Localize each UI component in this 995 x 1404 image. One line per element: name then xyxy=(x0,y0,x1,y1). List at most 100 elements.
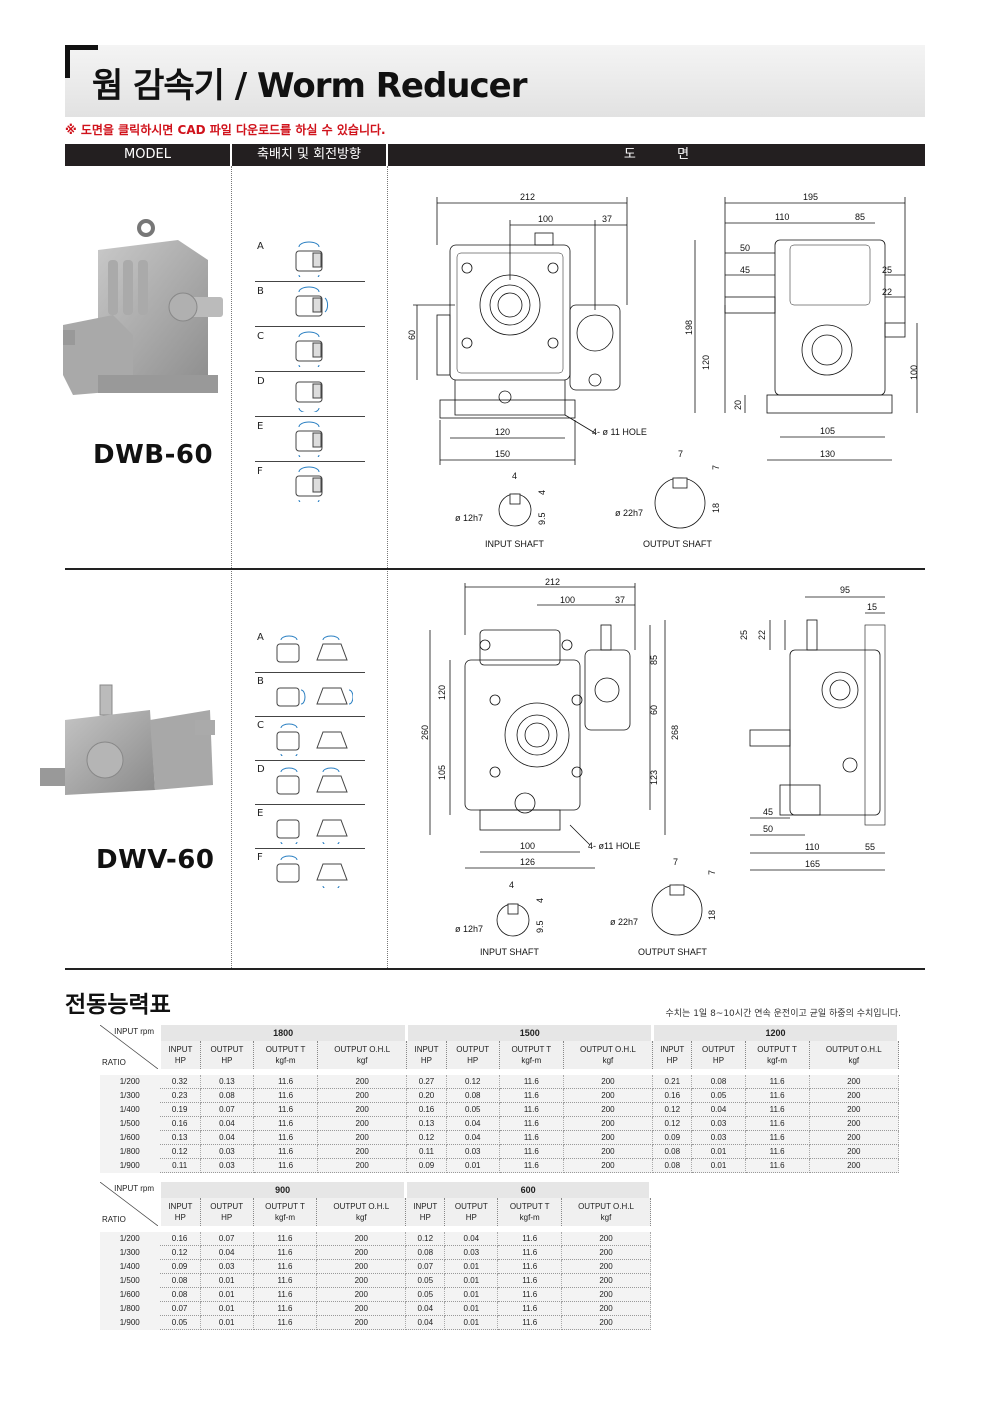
arrangement-row[interactable]: E xyxy=(255,804,365,849)
svg-text:120: 120 xyxy=(495,427,510,437)
svg-text:198: 198 xyxy=(684,320,694,335)
value-cell: 0.27 xyxy=(406,1075,447,1089)
value-cell: 200 xyxy=(316,1259,407,1274)
svg-text:105: 105 xyxy=(820,426,835,436)
rpm-header: 900 xyxy=(159,1182,408,1198)
value-cell: 0.03 xyxy=(200,1144,255,1159)
svg-text:20: 20 xyxy=(733,400,743,410)
svg-text:100: 100 xyxy=(560,595,575,605)
value-cell: 0.03 xyxy=(691,1130,746,1145)
section-separator xyxy=(65,968,925,970)
svg-text:130: 130 xyxy=(820,449,835,459)
arrangement-icon xyxy=(276,687,353,707)
value-cell: 0.08 xyxy=(446,1088,500,1103)
svg-text:60: 60 xyxy=(407,330,417,340)
value-cell: 0.19 xyxy=(159,1102,201,1117)
arrangement-icon xyxy=(295,381,323,412)
performance-section-title: 전동능력표 xyxy=(65,992,171,1018)
value-cell: 200 xyxy=(809,1130,900,1145)
value-cell: 11.6 xyxy=(253,1130,319,1145)
model-name-dwv60: DWV-60 xyxy=(96,845,215,875)
value-cell: 0.01 xyxy=(444,1315,499,1330)
value-cell: 11.6 xyxy=(253,1158,319,1173)
value-cell: 200 xyxy=(316,1245,407,1260)
value-cell: 0.12 xyxy=(652,1102,693,1117)
arrangement-row[interactable]: B xyxy=(255,282,365,327)
arrangement-row[interactable]: C xyxy=(255,327,365,372)
value-cell: 0.12 xyxy=(446,1075,500,1089)
svg-text:105: 105 xyxy=(437,765,447,780)
value-cell: 200 xyxy=(809,1102,900,1117)
svg-text:100: 100 xyxy=(909,365,919,380)
value-cell: 200 xyxy=(561,1315,651,1330)
svg-text:15: 15 xyxy=(867,602,877,612)
value-cell: 200 xyxy=(561,1273,651,1288)
value-cell: 0.12 xyxy=(159,1245,201,1260)
dwv60-cad-drawing[interactable]: 212 100 37 260 120 105 85 60 268 123 100… xyxy=(395,575,925,965)
dwb60-product-photo[interactable] xyxy=(58,215,228,425)
arrangement-row[interactable]: A xyxy=(255,237,365,282)
value-cell: 0.03 xyxy=(691,1116,746,1131)
svg-text:ø 22h7: ø 22h7 xyxy=(610,917,638,927)
value-cell: 0.09 xyxy=(652,1130,693,1145)
svg-text:150: 150 xyxy=(495,449,510,459)
cad-download-notice[interactable]: ※ 도면을 클릭하시면 CAD 파일 다운로드를 하실 수 있습니다. xyxy=(65,123,386,137)
svg-text:110: 110 xyxy=(805,842,819,852)
model-name-dwb60: DWB-60 xyxy=(93,440,214,470)
value-cell: 11.6 xyxy=(497,1301,563,1316)
svg-text:85: 85 xyxy=(855,212,865,222)
value-cell: 0.01 xyxy=(200,1273,254,1288)
dwv60-product-photo[interactable] xyxy=(35,680,225,820)
value-cell: 11.6 xyxy=(499,1116,564,1131)
arrangement-row[interactable]: F xyxy=(255,462,365,506)
value-cell: 0.05 xyxy=(159,1315,201,1330)
value-cell: 0.04 xyxy=(200,1245,254,1260)
svg-text:120: 120 xyxy=(701,355,711,370)
value-cell: 200 xyxy=(809,1158,900,1173)
arrangement-row[interactable]: D xyxy=(255,372,365,417)
value-cell: 0.04 xyxy=(446,1116,500,1131)
arrangement-row[interactable]: E xyxy=(255,417,365,462)
ratio-cell: 1/800 xyxy=(100,1301,160,1316)
value-cell: 0.09 xyxy=(159,1259,201,1274)
svg-text:55: 55 xyxy=(865,842,875,852)
value-cell: 11.6 xyxy=(745,1075,810,1089)
arrangement-icon xyxy=(295,241,323,277)
value-cell: 200 xyxy=(317,1116,408,1131)
dwb60-cad-drawing[interactable]: 212 100 37 60 120 150 4- ø 11 HOLE 195 1… xyxy=(395,185,925,555)
arrangement-icon xyxy=(276,635,348,663)
value-cell: 0.12 xyxy=(159,1144,201,1159)
header-arrangement: 축배치 및 회전방향 xyxy=(232,144,386,166)
svg-text:123: 123 xyxy=(649,770,659,785)
value-cell: 11.6 xyxy=(497,1232,563,1246)
arrangement-row[interactable]: F xyxy=(255,848,365,892)
section-separator xyxy=(65,568,925,570)
svg-text:7: 7 xyxy=(711,465,721,470)
arrangement-row[interactable]: B xyxy=(255,672,365,717)
svg-text:4: 4 xyxy=(535,898,545,903)
svg-text:22: 22 xyxy=(757,630,767,640)
ratio-cell: 1/300 xyxy=(100,1088,160,1103)
value-cell: 200 xyxy=(561,1259,651,1274)
arrangement-row[interactable]: D xyxy=(255,760,365,805)
svg-text:37: 37 xyxy=(615,595,625,605)
value-cell: 0.04 xyxy=(691,1102,746,1117)
arrangement-row[interactable]: C xyxy=(255,716,365,761)
value-cell: 200 xyxy=(561,1232,651,1246)
arrangement-row[interactable]: A xyxy=(255,628,365,673)
svg-text:ø 12h7: ø 12h7 xyxy=(455,513,483,523)
